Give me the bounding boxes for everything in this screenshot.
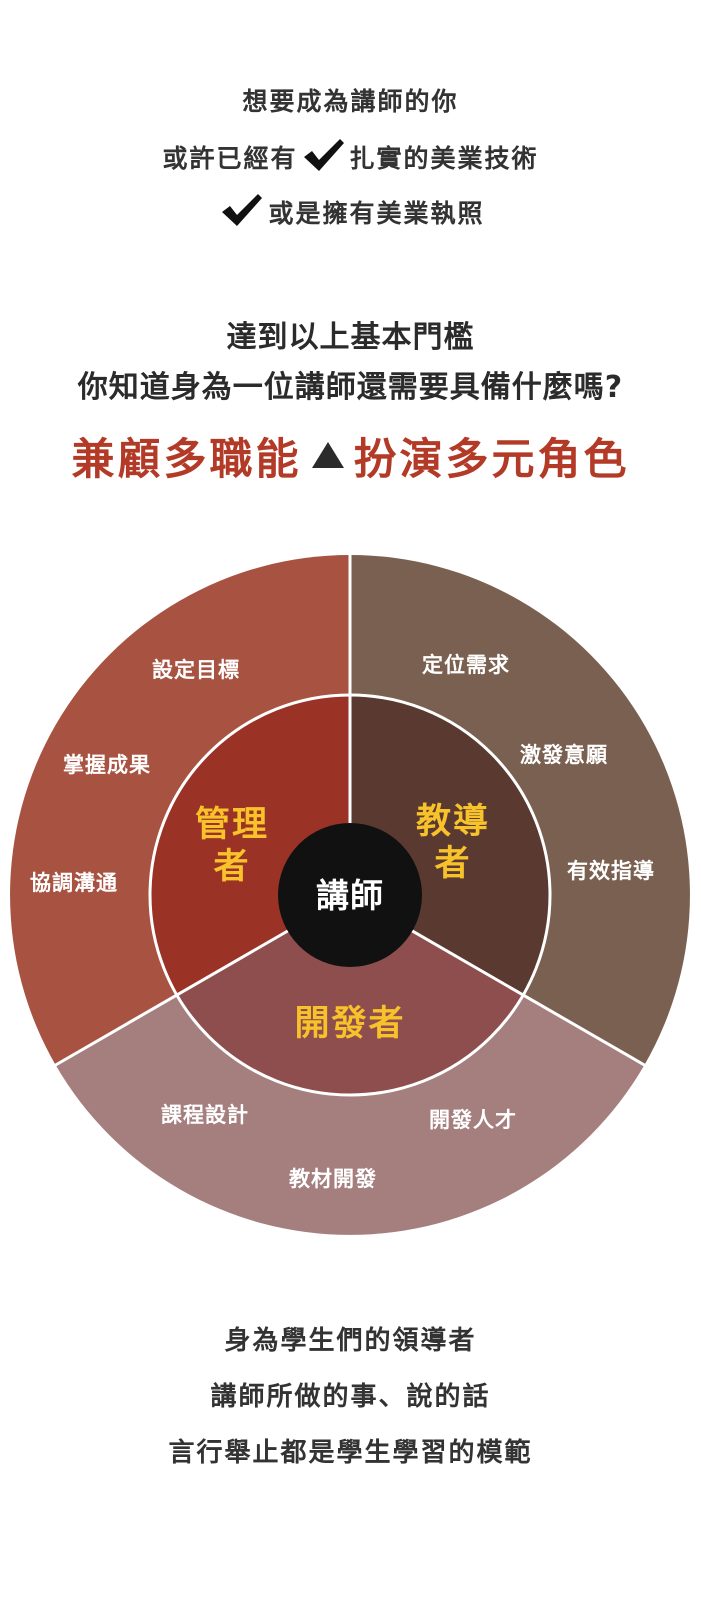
role-diagram: 講師 管理 者 教導 者 開發者 設定目標 掌握成果 協調溝通 定位需求 激發意… xyxy=(10,553,690,1235)
intro-line-2-text-b: 扎實的美業技術 xyxy=(349,144,539,173)
developer-inner-sector xyxy=(176,895,524,1095)
skill-course-design: 課程設計 xyxy=(161,1103,249,1127)
headline-right: 扮演多元角色 xyxy=(353,435,630,485)
triangle-icon xyxy=(311,442,344,468)
intro-line-2-text-a: 或許已經有 xyxy=(162,144,298,173)
headline: 兼顧多職能 扮演多元角色 xyxy=(0,425,701,487)
skill-inspire: 激發意願 xyxy=(520,743,608,767)
teacher-label-line-2: 者 xyxy=(434,844,471,884)
outro-line-1: 身為學生們的領導者 xyxy=(224,1326,477,1356)
manager-label-line-1: 管理 xyxy=(195,805,269,845)
skill-guide: 有效指導 xyxy=(567,859,655,883)
skill-position-needs: 定位需求 xyxy=(422,653,510,677)
outro-line-3: 言行舉止都是學生學習的模範 xyxy=(168,1438,533,1468)
skill-develop-talent: 開發人才 xyxy=(429,1108,517,1132)
check-mark-icon xyxy=(220,192,264,234)
skill-set-goals: 設定目標 xyxy=(152,658,240,682)
intro-line-3: 或是擁有美業執照 xyxy=(0,192,701,234)
center-label: 講師 xyxy=(316,876,384,915)
skill-grasp-results: 掌握成果 xyxy=(63,753,151,777)
intro-line-3-text: 或是擁有美業執照 xyxy=(268,199,485,228)
headline-left: 兼顧多職能 xyxy=(71,435,302,485)
skill-materials: 教材開發 xyxy=(289,1167,377,1191)
outro-line-2: 講師所做的事、說的話 xyxy=(210,1382,491,1412)
intro-line-2: 或許已經有 扎實的美業技術 xyxy=(0,137,701,179)
skill-coordinate: 協調溝通 xyxy=(30,871,118,895)
question-line-1: 達到以上基本門檻 xyxy=(226,320,475,355)
teacher-label-line-1: 教導 xyxy=(416,802,490,842)
check-mark-icon xyxy=(302,137,346,179)
center-circle xyxy=(278,823,422,967)
manager-label-line-2: 者 xyxy=(213,847,250,887)
developer-label: 開發者 xyxy=(294,1004,405,1044)
question-line-2: 你知道身為一位講師還需要具備什麼嗎? xyxy=(77,370,624,405)
intro-line-1: 想要成為講師的你 xyxy=(242,87,459,116)
